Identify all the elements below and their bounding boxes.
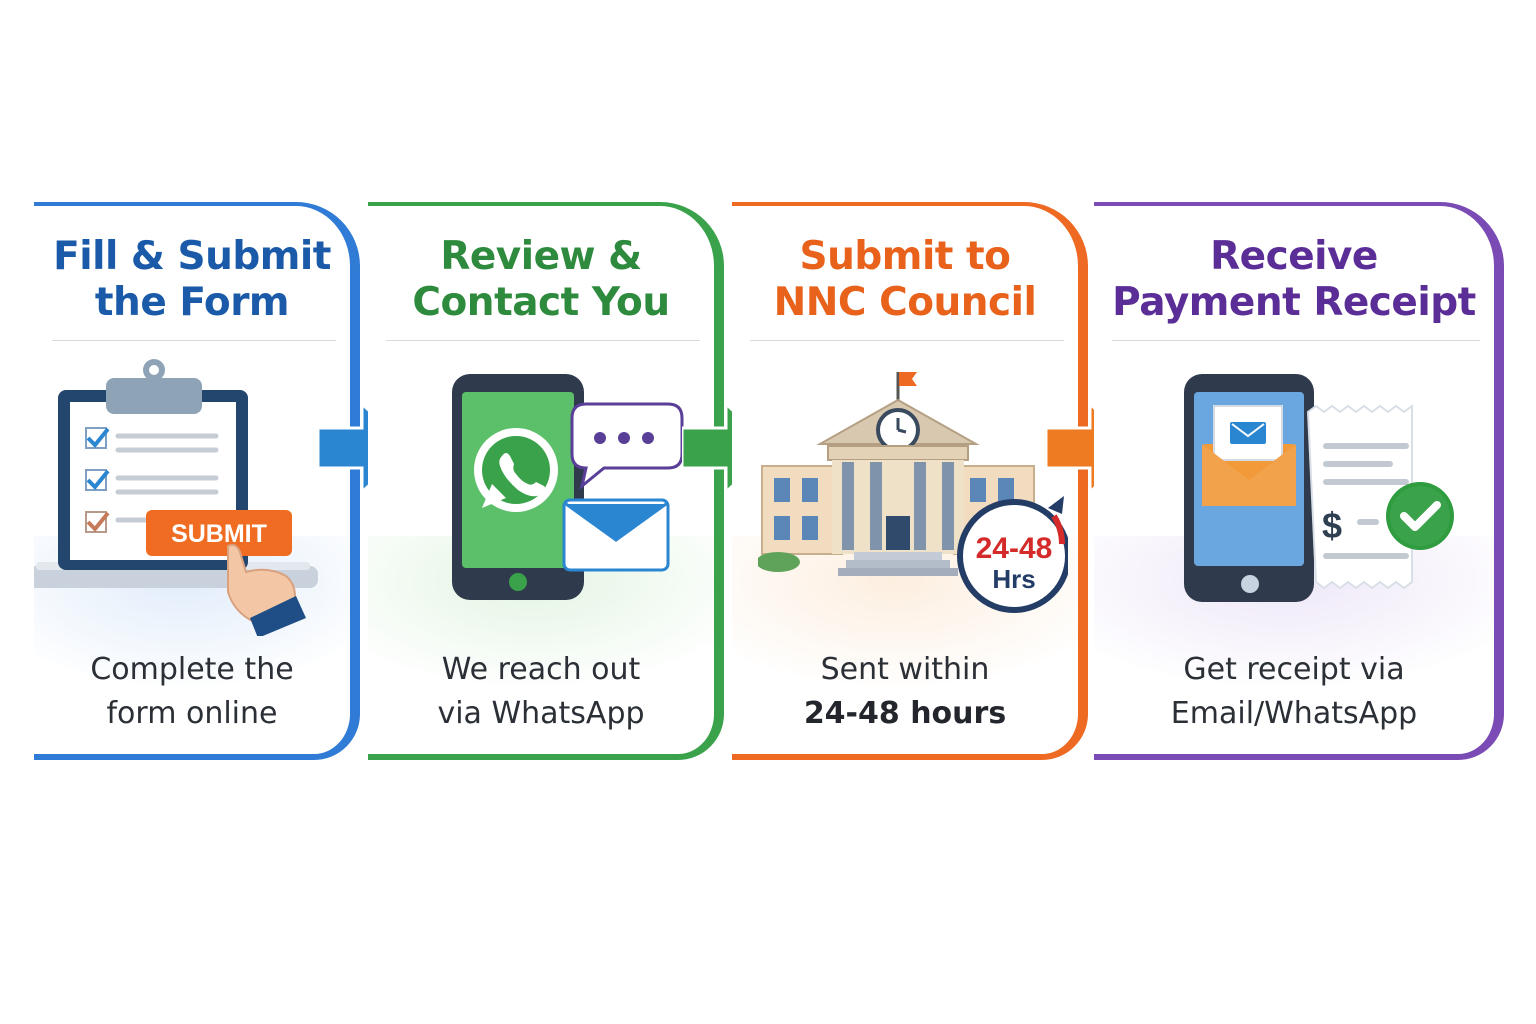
step-desc-line1: Complete the [90, 652, 294, 687]
step-desc-line1: Sent within [820, 652, 990, 687]
step-title-line1: Submit to [799, 234, 1011, 279]
step-title: Review & Contact You [368, 234, 714, 326]
step-title-line2: the Form [94, 280, 290, 325]
divider [1112, 340, 1480, 341]
step-title-line2: Payment Receipt [1112, 280, 1476, 325]
step-title-line1: Receive [1210, 234, 1378, 279]
step-title: Submit to NNC Council [732, 234, 1078, 326]
step-title-line1: Fill & Submit [53, 234, 331, 279]
phone-receipt-icon: $ [1184, 374, 1454, 602]
clipboard-laptop-icon: SUBMIT [34, 359, 318, 636]
step-title-line2: Contact You [412, 280, 670, 325]
step-description: We reach out via WhatsApp [368, 648, 714, 736]
hours-badge-line1: 24-48 [976, 532, 1053, 565]
hours-badge-line2: Hrs [992, 564, 1035, 594]
step-title-line2: NNC Council [773, 280, 1037, 325]
step-description: Complete the form online [34, 648, 350, 736]
submit-button-label: SUBMIT [171, 520, 267, 548]
step-title: Receive Payment Receipt [1094, 234, 1494, 326]
step-desc-line2: form online [106, 696, 278, 731]
step-desc-line2: 24-48 hours [803, 696, 1007, 731]
step-description: Get receipt via Email/WhatsApp [1094, 648, 1494, 736]
step-card-fill-submit: Fill & Submit the Form SUBMIT [34, 202, 360, 760]
step-description: Sent within 24-48 hours [732, 648, 1078, 736]
divider [52, 340, 336, 341]
step-card-submit-council: Submit to NNC Council [732, 202, 1088, 760]
step-title-line1: Review & [440, 234, 642, 279]
step-card-receive-receipt: Receive Payment Receipt $ Get receipt vi… [1094, 202, 1504, 760]
step-desc-line1: Get receipt via [1183, 652, 1405, 687]
step-title: Fill & Submit the Form [34, 234, 350, 326]
whatsapp-phone-icon [452, 374, 684, 600]
step-desc-line2: Email/WhatsApp [1170, 696, 1418, 731]
step-card-review-contact: Review & Contact You We reach out via Wh… [368, 202, 724, 760]
step-desc-line2: via WhatsApp [437, 696, 645, 731]
dollar-sign: $ [1322, 505, 1342, 546]
divider [386, 340, 700, 341]
divider [750, 340, 1064, 341]
step-desc-line1: We reach out [441, 652, 641, 687]
council-building-icon: 24-48 Hrs [758, 372, 1068, 613]
